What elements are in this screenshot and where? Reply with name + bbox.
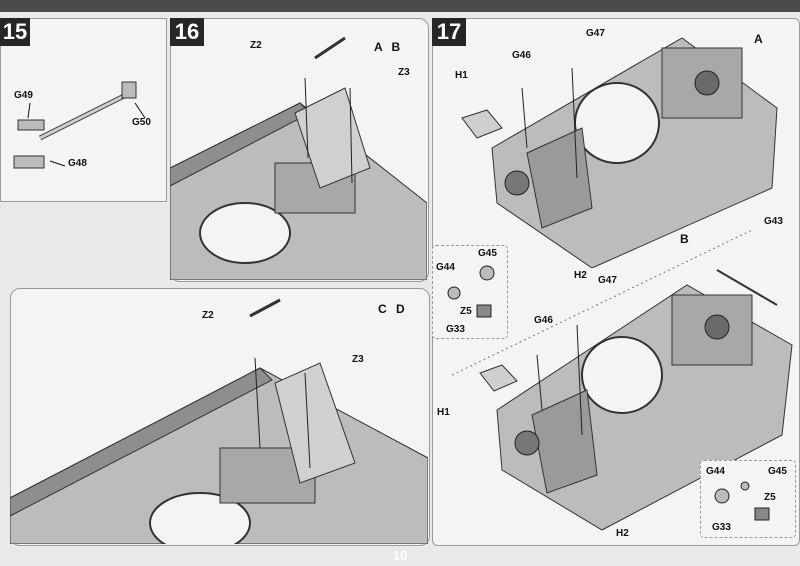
label-g45-a: G45 bbox=[478, 248, 497, 259]
step-16-number: 16 bbox=[170, 18, 204, 46]
label-g44-b: G44 bbox=[706, 466, 725, 477]
label-h1-b: H1 bbox=[437, 407, 450, 418]
label-g49: G49 bbox=[14, 90, 33, 101]
variant-b: B bbox=[680, 232, 692, 246]
label-g47-b: G47 bbox=[598, 275, 617, 286]
inset-b-drawing bbox=[714, 481, 770, 521]
label-g33-b: G33 bbox=[712, 522, 731, 533]
label-g50: G50 bbox=[132, 117, 151, 128]
label-z2-ab: Z2 bbox=[250, 40, 262, 51]
label-g43-b: G43 bbox=[764, 216, 783, 227]
label-z3-ab: Z3 bbox=[398, 67, 410, 78]
barrel-assembly-drawing bbox=[13, 81, 146, 169]
label-g46-b: G46 bbox=[534, 315, 553, 326]
label-g47-a: G47 bbox=[586, 28, 605, 39]
label-h2-b: H2 bbox=[616, 528, 629, 539]
hull-drawing-cd bbox=[10, 298, 428, 544]
label-h2-a: H2 bbox=[574, 270, 587, 281]
hull-drawing-b bbox=[479, 269, 793, 531]
top-bar bbox=[0, 0, 800, 12]
variant-a: A bbox=[754, 32, 766, 46]
label-z2-cd: Z2 bbox=[202, 310, 214, 321]
inset-a-panel bbox=[432, 245, 508, 339]
variant-cd: C D bbox=[378, 302, 408, 316]
label-g45-b: G45 bbox=[768, 466, 787, 477]
label-g44-a: G44 bbox=[436, 262, 455, 273]
label-z3-cd: Z3 bbox=[352, 354, 364, 365]
hull-drawing-a bbox=[461, 37, 778, 268]
label-z5-a: Z5 bbox=[460, 306, 472, 317]
step-17-number: 17 bbox=[432, 18, 466, 46]
hull-drawing-ab bbox=[170, 36, 427, 280]
label-g48: G48 bbox=[68, 158, 87, 169]
label-g46-a: G46 bbox=[512, 50, 531, 61]
label-h1-a: H1 bbox=[455, 70, 468, 81]
step-15-number: 15 bbox=[0, 18, 30, 46]
page-number: 10 bbox=[392, 548, 408, 563]
label-z5-b: Z5 bbox=[764, 492, 776, 503]
label-g33-a: G33 bbox=[446, 324, 465, 335]
variant-ab: A B bbox=[374, 40, 404, 54]
variant-divider bbox=[451, 229, 753, 376]
inset-a-drawing bbox=[447, 265, 495, 318]
